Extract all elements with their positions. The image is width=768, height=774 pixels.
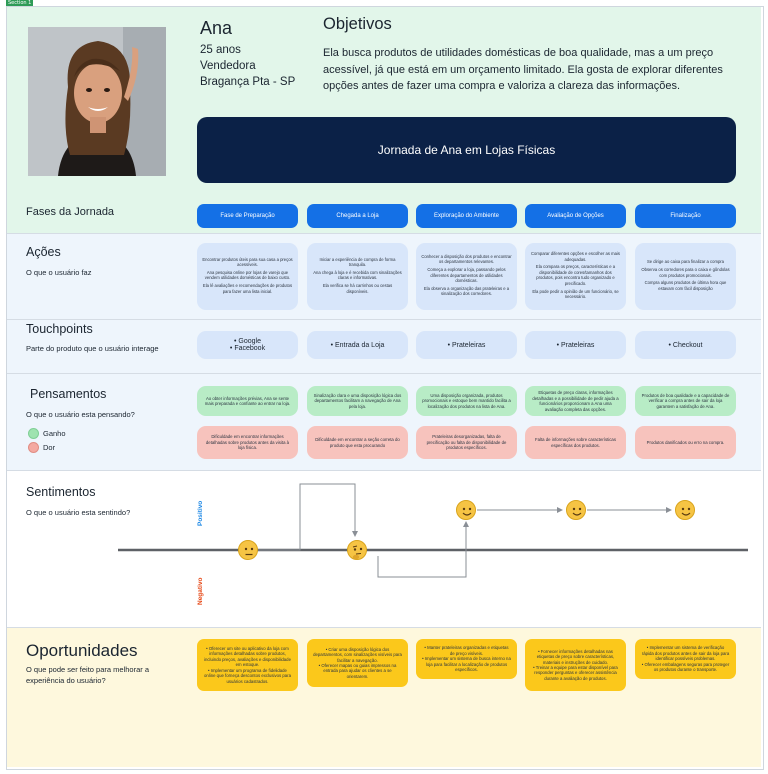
opportunity-item: • Oferecer um site ou aplicativo da loja… (204, 646, 291, 668)
action-text: Ela compara os preços, características e… (535, 264, 616, 286)
smiling-face-icon (456, 500, 476, 520)
objectives-text: Ela busca produtos de utilidades domésti… (323, 47, 723, 92)
touchpoint-card-2: • Entrada da Loja (307, 331, 408, 359)
phase-arrival: Chegada a Loja (307, 204, 408, 228)
touchpoint-item: • Prateleiras (447, 341, 486, 349)
opportunity-card-2: • Criar uma disposição lógica dos depart… (307, 639, 408, 687)
opportunity-item: • Fornecer informações detalhadas nas et… (536, 648, 615, 665)
smiling-face-icon (566, 500, 586, 520)
persona-age: 25 anos (200, 44, 241, 56)
touchpoint-item: • Facebook (229, 345, 266, 352)
journey-banner-text: Jornada de Ana em Lojas Físicas (377, 143, 556, 157)
phase-preparation: Fase de Preparação (197, 204, 298, 228)
action-text: Ana pesquisa online por lojas de varejo … (204, 269, 291, 281)
action-card-4: Comparar diferentes opções e escolher as… (525, 243, 626, 310)
opportunity-card-3: • Manter prateleiras organizadas e etiqu… (416, 639, 517, 679)
pain-card-3: Prateleiras desorganizadas, falta de pre… (416, 426, 517, 459)
opportunity-item: • Implementar um sistema de verificação … (641, 645, 730, 662)
arrow-2 (377, 521, 469, 578)
frame-tag: Section 1 (6, 0, 34, 6)
smiling-face-icon (675, 500, 695, 520)
pain-legend-label: Dor (43, 443, 56, 452)
gain-card-5: Produtos de boa qualidade e a capacidade… (635, 386, 736, 416)
touchpoint-card-4: • Prateleiras (525, 331, 626, 359)
persona-photo (28, 27, 166, 176)
action-text: Ela observa a organização das prateleira… (423, 285, 510, 297)
gain-legend-dot (28, 428, 39, 439)
pain-legend-dot (28, 442, 39, 453)
arrow-1 (258, 483, 358, 551)
thoughts-subtitle: O que o usuário esta pensando? (26, 410, 135, 419)
action-text: Ana chega à loja e é recebida com sinali… (313, 269, 402, 281)
opportunity-card-1: • Oferecer um site ou aplicativo da loja… (197, 639, 298, 691)
feelings-title: Sentimentos (26, 485, 96, 499)
action-text: Começa a explorar a loja, passando pelos… (427, 267, 506, 283)
action-text: Se dirige ao caixa para finalizar a comp… (646, 259, 725, 265)
touchpoint-card-1: • Google • Facebook (197, 331, 298, 359)
action-text: Encontrar produtos úteis para sua casa a… (202, 256, 293, 267)
opportunity-item: • Implementar um programa de fidelidade … (204, 667, 291, 684)
opportunities-title: Oportunidades (26, 641, 138, 660)
persona-city: Bragança Pta - SP (200, 76, 296, 88)
touchpoint-card-5: • Checkout (635, 331, 736, 359)
touchpoint-item: • Checkout (668, 341, 703, 349)
pain-card-4: Falta de informações sobre característic… (525, 426, 626, 459)
gain-card-3: Uma disposição organizada, produtos prom… (416, 386, 517, 416)
touchpoints-title: Touchpoints (26, 322, 93, 336)
touchpoint-card-3: • Prateleiras (416, 331, 517, 359)
opportunity-item: • Oferecer mapas ou guias impressos na e… (318, 663, 397, 679)
opportunity-item: • Implementar um sistema de busca intern… (422, 656, 511, 673)
opportunity-item: • Treinar a equipe para estar disponível… (533, 665, 618, 681)
action-text: Compra alguns produtos de última hora qu… (644, 280, 727, 291)
touchpoint-item: • Entrada da Loja (330, 341, 385, 349)
gain-card-4: Etiquetas de preço claras, informações d… (525, 386, 626, 416)
opportunity-card-4: • Fornecer informações detalhadas nas et… (525, 639, 626, 691)
action-text: Conhecer a disposição dos produtos e enc… (421, 253, 512, 265)
neutral-face-icon (238, 540, 258, 560)
opportunity-item: • Oferecer embalagens seguras para prote… (641, 661, 730, 673)
journey-banner: Jornada de Ana em Lojas Físicas (197, 117, 736, 183)
actions-title: Ações (26, 245, 61, 259)
phases-title: Fases da Jornada (26, 206, 115, 218)
thinking-face-icon (347, 540, 367, 560)
opportunity-item: • Manter prateleiras organizadas e etiqu… (424, 645, 509, 656)
action-text: Ela pode pedir a opinião de um funcionár… (532, 288, 619, 299)
phase-exploration: Exploração do Ambiente (416, 204, 517, 228)
gain-legend-label: Ganho (43, 429, 66, 438)
opportunities-subtitle: O que pode ser feito para melhorar a exp… (26, 665, 149, 685)
gain-card-1: Ao obter informações prévias, Ana se sen… (197, 386, 298, 416)
action-text: Observa os corredores para o caixa e gôn… (641, 267, 730, 278)
actions-subtitle: O que o usuário faz (26, 268, 92, 277)
action-text: Ela verifica se há carrinhos ou cestas d… (322, 283, 393, 294)
touchpoints-subtitle: Parte do produto que o usuário interage (26, 344, 159, 353)
opportunity-item: • Criar uma disposição lógica dos depart… (313, 646, 402, 663)
persona-job: Vendedora (200, 60, 256, 72)
action-text: Comparar diferentes opções e escolher as… (531, 251, 620, 262)
pain-card-1: Dificuldade em encontrar informações det… (197, 426, 298, 459)
pain-card-2: Dificuldade em encontrar a seção correta… (307, 426, 408, 459)
gain-card-2: Sinalização clara e uma disposição lógic… (307, 386, 408, 416)
phase-evaluation: Avaliação de Opções (525, 204, 626, 228)
action-card-5: Se dirige ao caixa para finalizar a comp… (635, 243, 736, 310)
persona-portrait-illustration (28, 27, 166, 176)
persona-name: Ana (200, 18, 233, 38)
action-card-2: Iniciar a experiência de compra de forma… (307, 243, 408, 310)
pain-card-5: Produtos danificados ou erro na compra. (635, 426, 736, 459)
thoughts-title: Pensamentos (30, 387, 107, 401)
touchpoint-item: • Google (234, 338, 261, 345)
action-card-3: Conhecer a disposição dos produtos e enc… (416, 243, 517, 310)
opportunity-card-5: • Implementar um sistema de verificação … (635, 639, 736, 679)
touchpoint-item: • Prateleiras (556, 341, 595, 349)
action-card-1: Encontrar produtos úteis para sua casa a… (197, 243, 298, 310)
phase-finalization: Finalização (635, 204, 736, 228)
feelings-subtitle: O que o usuário esta sentindo? (26, 508, 131, 517)
objectives-title: Objetivos (323, 15, 392, 33)
action-text: Iniciar a experiência de compra de forma… (319, 256, 396, 267)
action-text: Ela lê avaliações e recomendações de pro… (202, 283, 293, 294)
